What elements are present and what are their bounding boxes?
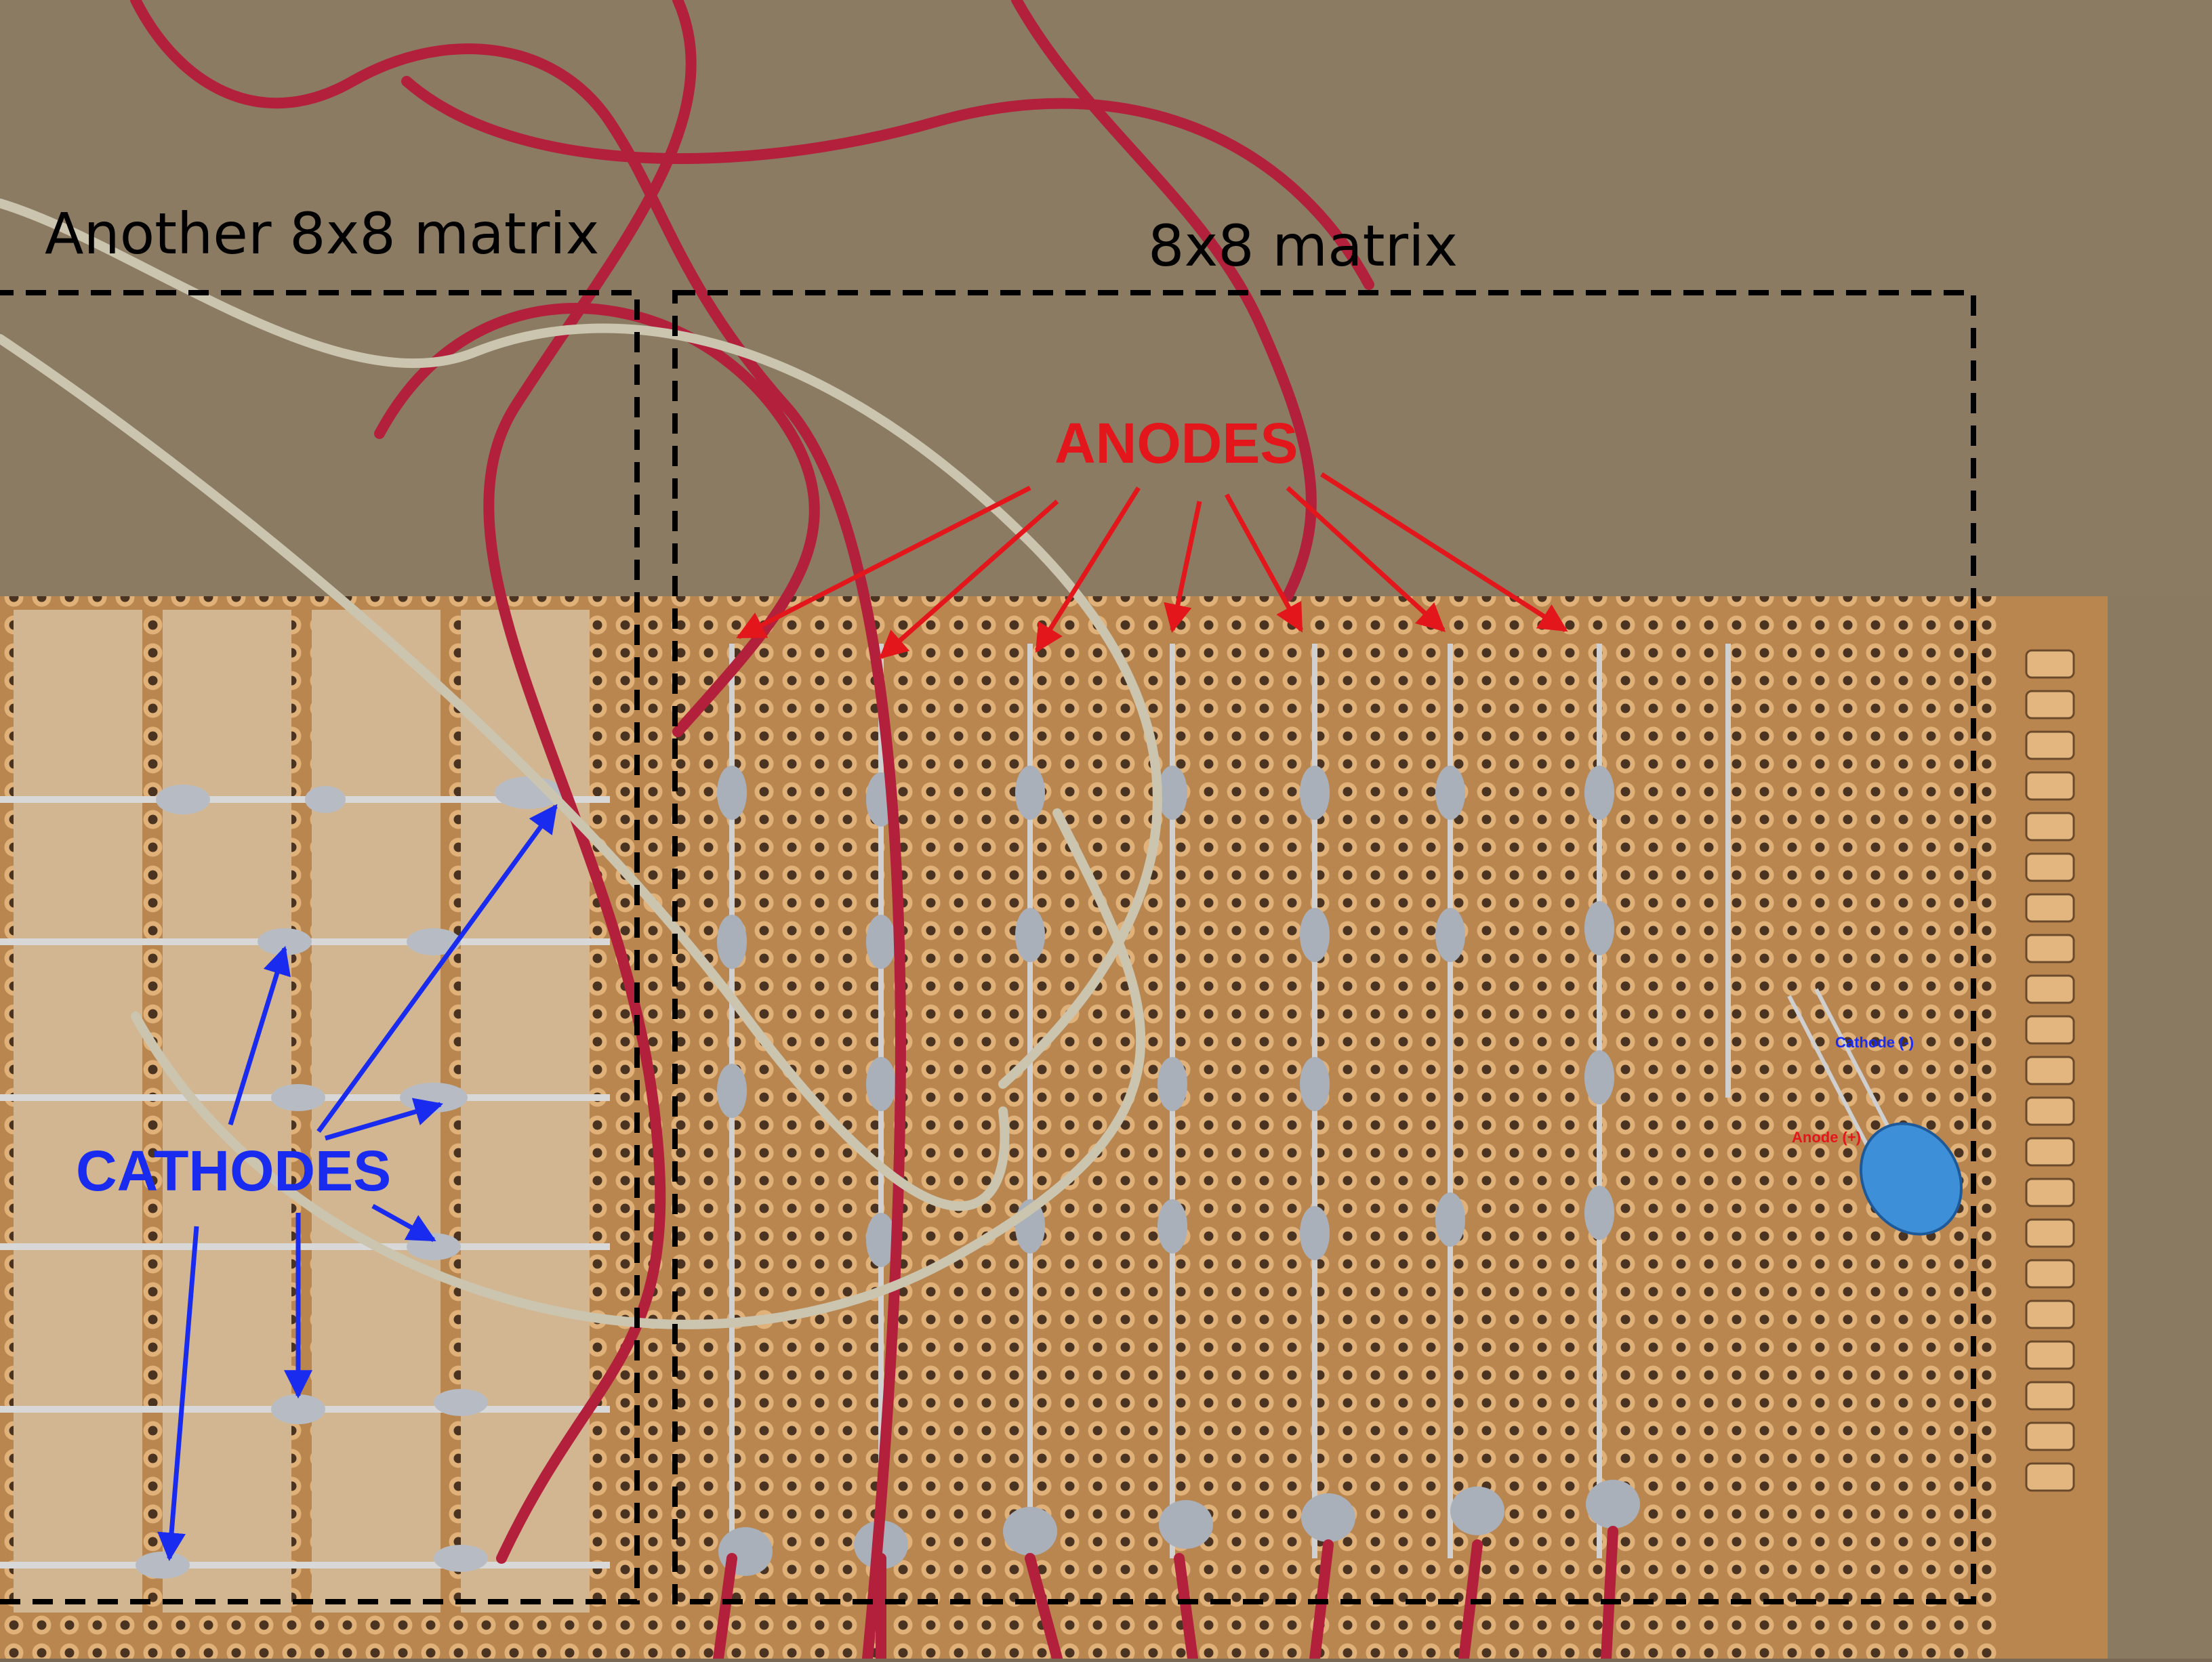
- red-wires: [130, 0, 1618, 1662]
- edge-connector-pads: [2025, 649, 2075, 1492]
- left-matrix-title: Another 8x8 matrix: [45, 201, 600, 267]
- cathode-arrows: [157, 804, 558, 1562]
- led-cathode-label: Cathode (-): [1835, 1034, 1914, 1051]
- right-matrix-title: 8x8 matrix: [1148, 213, 1458, 279]
- blue-led: [1787, 988, 1963, 1236]
- led-anode-label: Anode (+): [1792, 1129, 1862, 1146]
- white-wires: [0, 199, 1162, 1329]
- anode-arrows: [736, 472, 1568, 659]
- right-matrix-frame: [672, 290, 1976, 1604]
- anodes-label: ANODES: [1054, 411, 1298, 475]
- cathodes-label: CATHODES: [76, 1139, 392, 1203]
